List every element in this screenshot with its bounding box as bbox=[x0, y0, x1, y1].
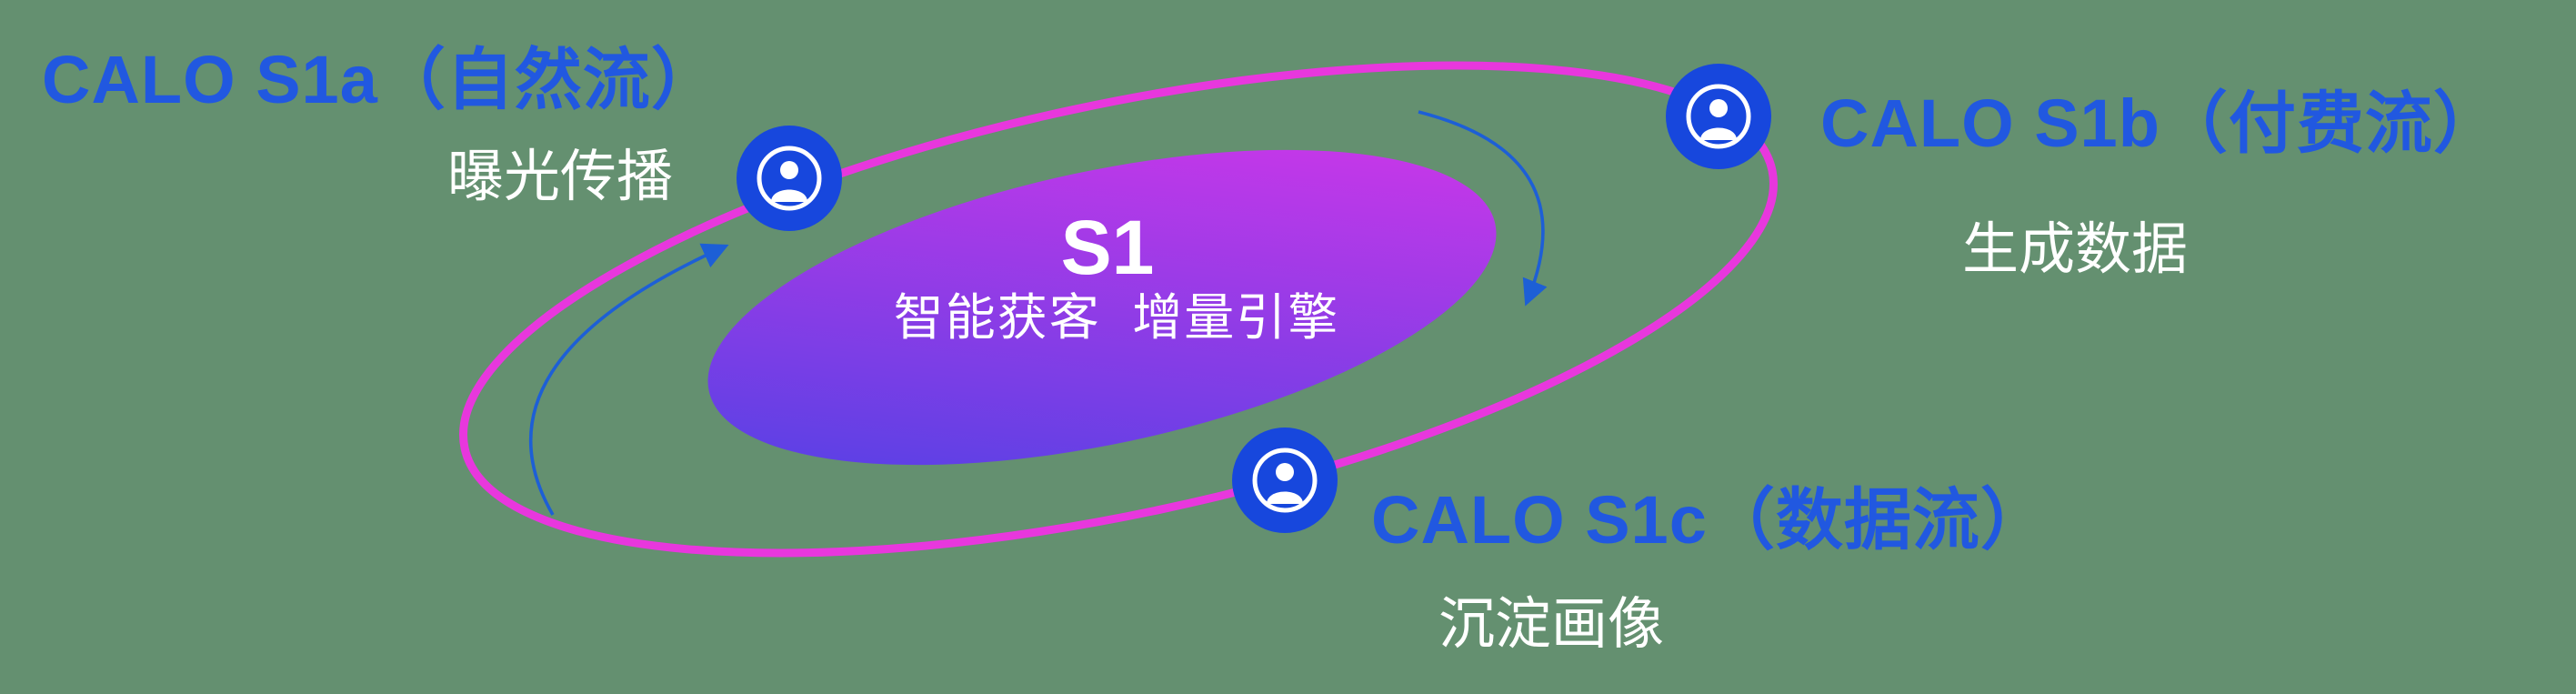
s1b-title-label: CALO S1b（付费流） bbox=[1820, 85, 2501, 161]
arrow-right bbox=[1418, 110, 1548, 307]
user-icon bbox=[1252, 448, 1318, 513]
s1a-subtitle-label: 曝光传播 bbox=[447, 146, 674, 208]
user-icon bbox=[757, 146, 822, 211]
center-title: S1 bbox=[1060, 205, 1155, 290]
s1c-title-label: CALO S1c（数据流） bbox=[1371, 482, 2049, 558]
center-subtitle: 智能获客 增量引擎 bbox=[893, 289, 1340, 346]
s1a-title-label: CALO S1a（自然流） bbox=[42, 42, 719, 117]
orbit-ring bbox=[459, 61, 1778, 558]
orbit-node-s1c bbox=[1232, 427, 1338, 533]
user-icon bbox=[1686, 84, 1751, 149]
s1c-subtitle-label: 沉淀画像 bbox=[1438, 593, 1665, 656]
arrow-left bbox=[529, 243, 729, 516]
center-ellipse bbox=[707, 149, 1497, 466]
orbit-node-s1a bbox=[737, 126, 842, 231]
orbit-node-s1b bbox=[1666, 64, 1771, 169]
s1b-subtitle-label: 生成数据 bbox=[1962, 218, 2189, 281]
